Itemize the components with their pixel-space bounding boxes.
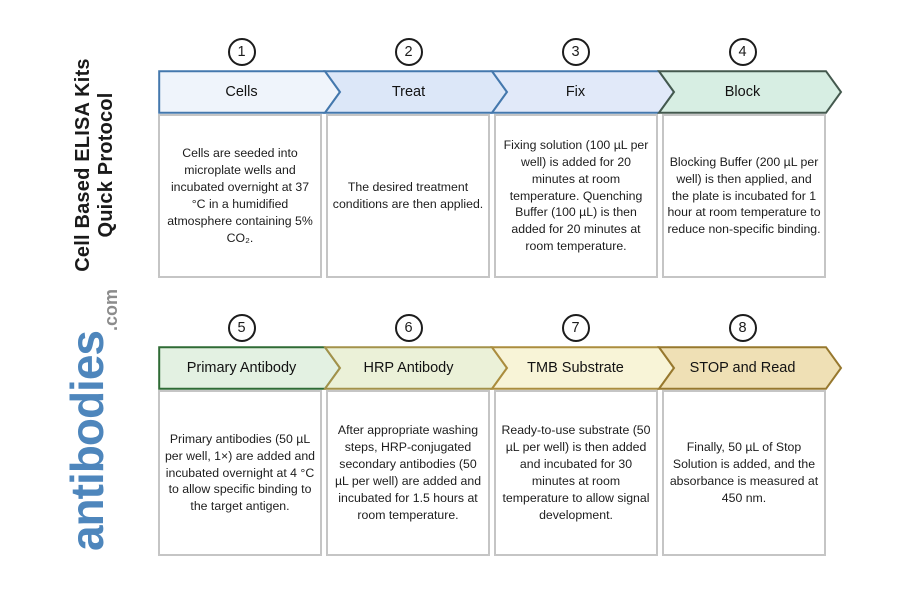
- step-label: Block: [724, 84, 761, 100]
- page-title-line1: Cell Based ELISA Kits: [72, 58, 94, 272]
- step-description-box: Finally, 50 µL of Stop Solution is added…: [662, 390, 826, 556]
- step-number-badge: 7: [561, 314, 590, 342]
- step-number-row: 5 6 7 8: [158, 314, 826, 342]
- step-description: Blocking Buffer (200 µL per well) is the…: [667, 154, 821, 237]
- step-description: After appropriate washing steps, HRP-con…: [334, 423, 482, 522]
- step-number: 5: [237, 320, 246, 336]
- antibodies-logo: antibodies.com: [60, 270, 121, 570]
- step-description-box: The desired treatment conditions are the…: [326, 114, 490, 278]
- step-description-box: Blocking Buffer (200 µL per well) is the…: [662, 114, 826, 278]
- step-number: 3: [571, 44, 580, 60]
- arrow-band: Primary Antibody HRP Antibody TMB Substr…: [158, 346, 844, 390]
- step-label: Fix: [565, 84, 586, 100]
- step-number-badge: 1: [227, 38, 256, 66]
- step-label: STOP and Read: [689, 360, 796, 376]
- step-description-box: Ready-to-use substrate (50 µL per well) …: [494, 390, 658, 556]
- arrow-shape: [657, 70, 843, 114]
- chevron-arrows-row1: [158, 70, 843, 114]
- step-description: Ready-to-use substrate (50 µL per well) …: [501, 423, 651, 522]
- step-number-badge: 8: [728, 314, 757, 342]
- step-description-box: Primary antibodies (50 µL per well, 1×) …: [158, 390, 322, 556]
- step-number: 7: [571, 320, 580, 336]
- protocol-diagram: 1 2 3 4 Cells Treat Fix Block Cells are …: [158, 0, 858, 556]
- arrow-shape: [657, 346, 843, 390]
- step-number: 8: [738, 320, 747, 336]
- chevron-arrows-row2: [158, 346, 843, 390]
- step-label: Treat: [391, 84, 426, 100]
- step-description: Primary antibodies (50 µL per well, 1×) …: [164, 431, 316, 514]
- step-number: 4: [738, 44, 747, 60]
- step-description-box: Cells are seeded into microplate wells a…: [158, 114, 322, 278]
- protocol-row-2: 5 6 7 8 Primary Antibody HRP Antibody TM…: [158, 314, 844, 556]
- step-label: TMB Substrate: [527, 360, 624, 376]
- step-number-badge: 6: [394, 314, 423, 342]
- step-number-badge: 2: [394, 38, 423, 66]
- page-title: Cell Based ELISA Kits Quick Protocol: [72, 40, 120, 290]
- step-description-box: After appropriate washing steps, HRP-con…: [326, 390, 490, 556]
- arrow-band: Cells Treat Fix Block: [158, 70, 844, 114]
- step-description: Fixing solution (100 µL per well) is add…: [503, 137, 649, 254]
- step-number-badge: 3: [561, 38, 590, 66]
- antibodies-logo-text: antibodies: [61, 331, 113, 552]
- protocol-row-1: 1 2 3 4 Cells Treat Fix Block Cells are …: [158, 0, 844, 278]
- antibodies-logo-suffix: .com: [101, 288, 121, 331]
- step-description: Finally, 50 µL of Stop Solution is added…: [669, 440, 819, 505]
- step-number-badge: 5: [227, 314, 256, 342]
- step-number: 2: [404, 44, 413, 60]
- page-title-line2: Quick Protocol: [95, 92, 117, 238]
- step-number-row: 1 2 3 4: [158, 38, 826, 66]
- step-label: Cells: [225, 84, 258, 100]
- step-label: Primary Antibody: [186, 360, 297, 376]
- step-label: HRP Antibody: [363, 360, 454, 376]
- step-number-badge: 4: [728, 38, 757, 66]
- step-description: Cells are seeded into microplate wells a…: [167, 146, 313, 245]
- step-number: 6: [404, 320, 413, 336]
- step-description-box: Fixing solution (100 µL per well) is add…: [494, 114, 658, 278]
- step-number: 1: [237, 44, 246, 60]
- step-description: The desired treatment conditions are the…: [332, 180, 484, 211]
